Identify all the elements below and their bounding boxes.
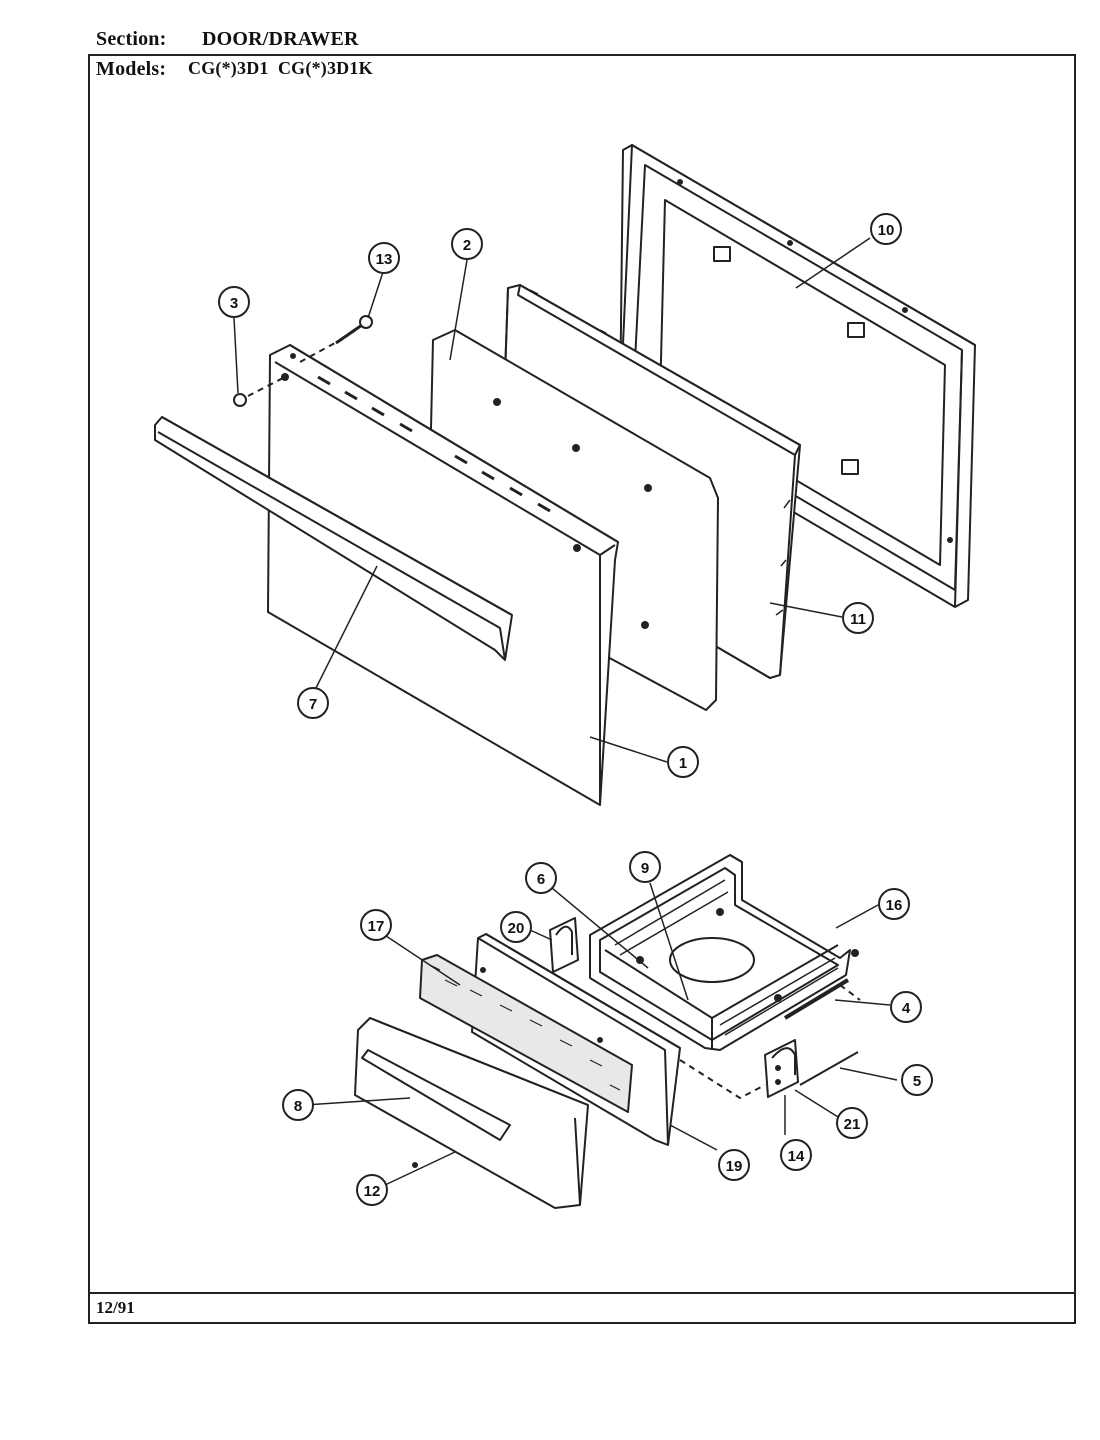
callout-4: 4 [890, 991, 922, 1023]
callout-number: 3 [230, 295, 238, 312]
callout-11: 11 [842, 602, 874, 634]
callout-number: 20 [508, 920, 525, 937]
part-drawer-front [354, 1017, 589, 1209]
diagram-frame [88, 54, 1076, 1324]
callout-number: 2 [463, 237, 471, 254]
callout-number: 11 [850, 611, 866, 628]
callout-17: 17 [360, 909, 392, 941]
footer-date: 12/91 [96, 1298, 135, 1317]
callout-5: 5 [901, 1064, 933, 1096]
part-drawer-insulation [419, 954, 633, 1113]
callout-3: 3 [218, 286, 250, 318]
callout-number: 13 [376, 251, 393, 268]
callout-2: 2 [451, 228, 483, 260]
callout-number: 10 [878, 222, 895, 239]
part-wire [799, 1051, 859, 1086]
part-bracket-left [549, 917, 579, 973]
callout-20: 20 [500, 911, 532, 943]
callout-9: 9 [629, 851, 661, 883]
callout-14: 14 [780, 1139, 812, 1171]
models-value: CG(*)3D1 CG(*)3D1K [188, 58, 373, 78]
callout-number: 4 [902, 1000, 911, 1017]
callout-number: 14 [788, 1148, 805, 1165]
models-label: Models: [96, 58, 167, 80]
part-rod [783, 978, 850, 1020]
callout-10: 10 [870, 213, 902, 245]
callout-12: 12 [356, 1174, 388, 1206]
part-handle [154, 416, 513, 661]
callout-group: 3 13 2 10 11 1 7 6 9 16 17 20 4 5 21 14 … [218, 213, 933, 1206]
callout-number: 16 [886, 897, 903, 914]
callout-21: 21 [836, 1107, 868, 1139]
callout-7: 7 [297, 687, 329, 719]
callout-number: 17 [368, 918, 385, 935]
part-drawer-body [589, 854, 859, 1051]
callout-number: 6 [537, 871, 545, 888]
callout-8: 8 [282, 1089, 314, 1121]
callout-1: 1 [667, 746, 699, 778]
part-bracket-right [764, 1039, 799, 1098]
callout-number: 5 [913, 1073, 921, 1090]
callout-number: 8 [294, 1098, 302, 1115]
callout-19: 19 [718, 1149, 750, 1181]
callout-13: 13 [368, 242, 400, 274]
section-value: DOOR/DRAWER [202, 28, 359, 50]
part-spacer [233, 393, 247, 407]
callout-number: 12 [364, 1183, 381, 1200]
callout-number: 21 [844, 1116, 861, 1133]
callout-16: 16 [878, 888, 910, 920]
callout-6: 6 [525, 862, 557, 894]
callout-number: 1 [679, 755, 687, 772]
footer-divider [88, 1292, 1076, 1294]
section-label: Section: [96, 28, 167, 50]
part-screw [335, 315, 373, 345]
callout-number: 9 [641, 860, 649, 877]
callout-number: 19 [726, 1158, 743, 1175]
callout-number: 7 [309, 696, 317, 713]
